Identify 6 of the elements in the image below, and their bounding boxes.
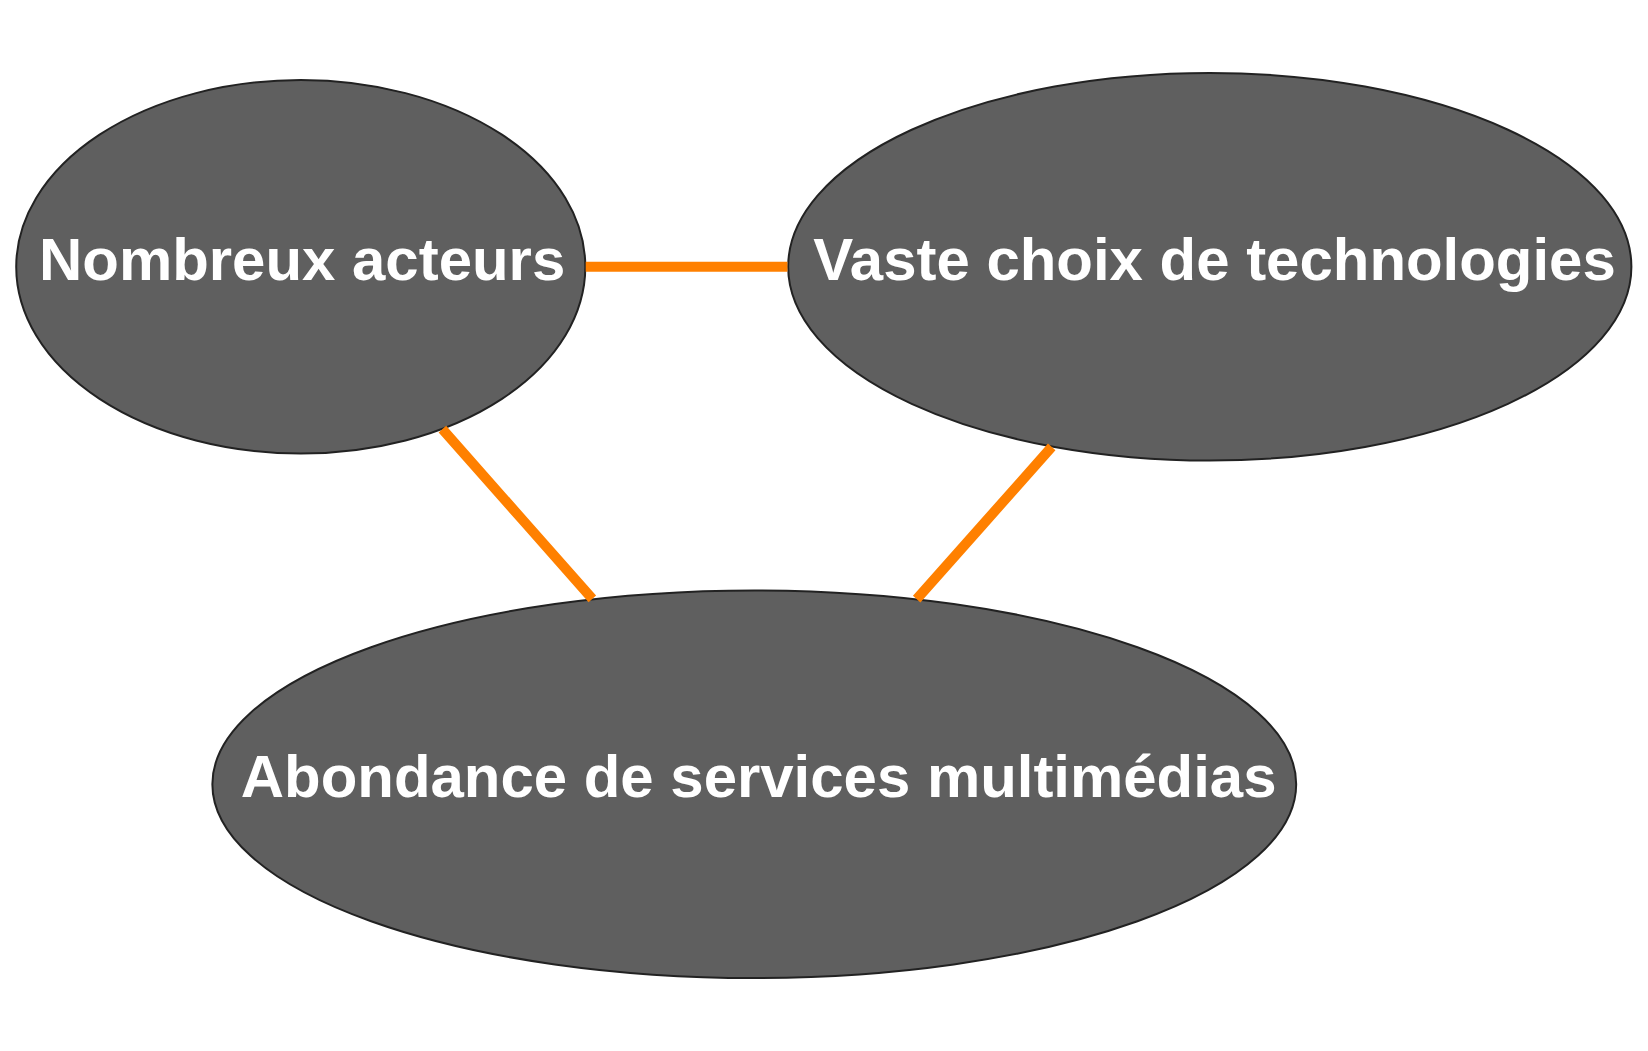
connector <box>438 425 597 603</box>
node-ellipse: Nombreux acteurs <box>15 79 587 455</box>
node-ellipse: Abondance de services multimédias <box>211 589 1298 979</box>
connector <box>585 261 788 272</box>
connector <box>912 443 1056 603</box>
node-ellipse: Vaste choix de technologies <box>787 72 1633 462</box>
